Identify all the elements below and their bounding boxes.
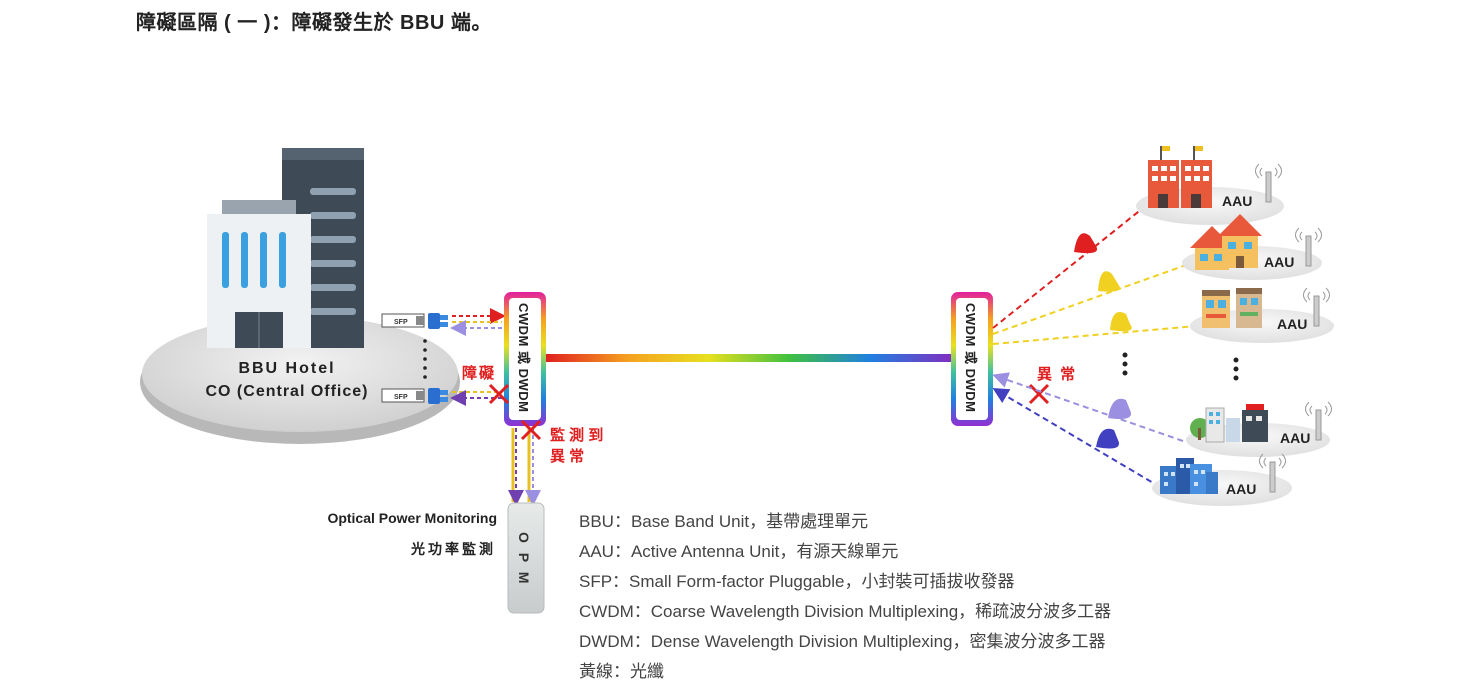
signal-pulse-yellow	[1110, 312, 1132, 332]
aau-site: AAU	[1190, 287, 1334, 343]
antenna-icon	[1303, 287, 1330, 327]
bbu-label: BBU Hotel	[238, 360, 335, 377]
aau-label: AAU	[1280, 430, 1310, 446]
building-icon	[207, 148, 364, 348]
opm-box-label: O P M	[516, 532, 532, 586]
aau-label: AAU	[1226, 481, 1256, 497]
mux-right-label: CWDM 或 DWDM	[963, 303, 978, 412]
legend-item: CWDM：Coarse Wavelength Division Multiple…	[579, 602, 1112, 621]
campus-building-icon	[1190, 404, 1268, 443]
aau-site: AAU	[1186, 401, 1332, 457]
signal-pulse-yellow	[1098, 271, 1120, 292]
fiber-link-yellow	[992, 325, 1197, 345]
antenna-icon	[1305, 401, 1332, 441]
opm-name-zh: 光功率監測	[411, 541, 496, 557]
sfp-module-bottom: SFP	[381, 388, 448, 404]
legend-item: BBU：Base Band Unit，基帶處理單元	[579, 512, 869, 531]
aau-label: AAU	[1277, 316, 1307, 332]
aau-label: AAU	[1222, 193, 1252, 209]
detect-label-2: 異 常	[550, 447, 584, 465]
abnormal-label: 異 常	[1037, 365, 1077, 383]
antenna-icon	[1259, 453, 1286, 493]
house-icon	[1190, 214, 1262, 270]
signal-pulse-red	[1074, 233, 1098, 254]
co-label: CO (Central Office)	[205, 383, 368, 400]
signal-pulse-lavender	[1108, 398, 1132, 419]
fiber-link-lavender	[992, 372, 1184, 442]
shop-building-icon	[1202, 288, 1262, 328]
fault-x-icon	[488, 383, 510, 405]
legend-item: SFP：Small Form-factor Pluggable，小封裝可插拔收發…	[579, 572, 1015, 591]
fiber-link-blue	[992, 387, 1161, 488]
aau-label: AAU	[1264, 254, 1294, 270]
ellipsis-vertical	[1122, 352, 1239, 381]
fiber-link-red	[992, 207, 1144, 329]
trunk-fiber	[546, 354, 951, 362]
legend-item: AAU：Active Antenna Unit，有源天線單元	[579, 542, 899, 561]
legend: BBU：Base Band Unit，基帶處理單元 AAU：Active Ant…	[579, 507, 1111, 687]
detect-label: 監 測 到	[550, 426, 603, 444]
fiber-link-yellow	[992, 264, 1187, 335]
sfp-label: SFP	[394, 319, 408, 326]
fault-label: 障礙	[462, 364, 496, 382]
mux-right: CWDM 或 DWDM	[951, 292, 993, 426]
sfp-label: SFP	[394, 394, 408, 401]
opm-name-en: Optical Power Monitoring	[327, 510, 497, 526]
legend-item: 黃線：光纖	[579, 662, 664, 681]
opm-device: O P M	[507, 502, 545, 614]
page-title: 障礙區隔 ( 一 )：障礙發生於 BBU 端。	[136, 12, 492, 34]
city-building-icon	[1160, 458, 1218, 494]
antenna-icon	[1295, 227, 1322, 267]
mux-left-label: CWDM 或 DWDM	[516, 303, 531, 412]
aau-site: AAU	[1136, 146, 1284, 225]
mux-left: CWDM 或 DWDM	[504, 292, 546, 426]
signal-pulse-blue	[1096, 428, 1120, 449]
detect-x-icon	[520, 419, 542, 441]
aau-site: AAU	[1182, 214, 1322, 280]
office-building-icon	[1148, 146, 1212, 208]
aau-site: AAU	[1152, 453, 1292, 506]
ellipsis-vertical	[423, 339, 427, 379]
antenna-icon	[1255, 163, 1282, 203]
sfp-module-top: SFP	[381, 313, 448, 329]
abnormal-x-icon	[1028, 383, 1050, 405]
legend-item: DWDM：Dense Wavelength Division Multiplex…	[579, 632, 1106, 651]
